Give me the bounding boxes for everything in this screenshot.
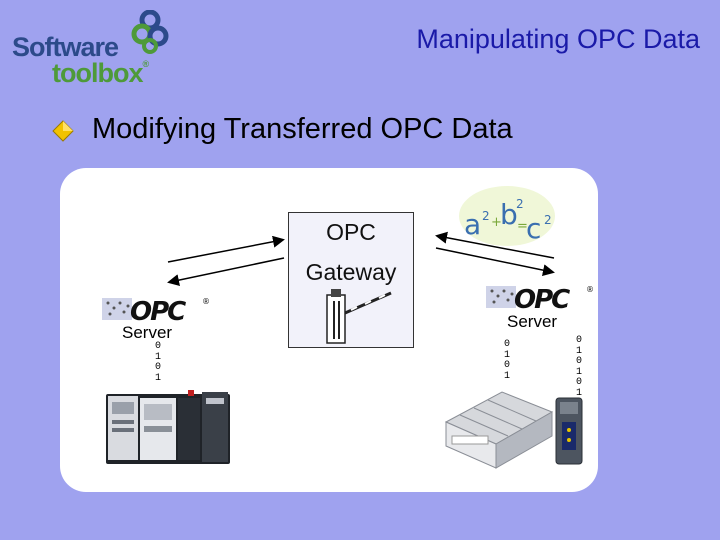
right-bits-column-right: 0 1 0 1 0 1 [574, 335, 584, 399]
formula-a-exp: 2 [482, 209, 490, 223]
formula-a: a [464, 208, 481, 241]
opc-logo-left-registered: ® [202, 297, 210, 306]
knot-logo-icon [131, 10, 169, 54]
opc-logo-left: OPC ® [102, 297, 210, 324]
left-bits-column: 0 1 0 1 [153, 341, 163, 384]
formula-icon: a 2 + b 2 = c 2 [459, 186, 555, 246]
bullet-text: Modifying Transferred OPC Data [92, 113, 513, 145]
formula-b-exp: 2 [516, 197, 524, 211]
opc-gateway-box: OPC Gateway [288, 212, 414, 348]
plc-rack-icon [106, 390, 230, 464]
left-bit: 1 [154, 372, 161, 384]
right-bit: 0 [575, 377, 582, 388]
opc-logo-right-registered: ® [586, 285, 594, 294]
formula-c-exp: 2 [544, 213, 552, 227]
left-bit: 0 [154, 362, 161, 373]
opc-logo-right-text: OPC [514, 285, 570, 312]
diamond-bullet-icon [52, 120, 74, 142]
left-bit: 0 [154, 341, 161, 352]
left-double-arrow [167, 236, 285, 287]
right-bit: 1 [575, 366, 582, 378]
opc-logo-left-text: OPC [130, 297, 186, 324]
right-bit: 0 [575, 335, 582, 346]
right-bit: 1 [503, 370, 510, 382]
right-bit: 0 [503, 339, 510, 350]
logo-word-software: Software [12, 32, 119, 62]
logo-word-toolbox: toolbox® [52, 58, 149, 88]
gateway-label-line1: OPC [326, 219, 376, 245]
slide-title: Manipulating OPC Data [416, 24, 700, 54]
right-server-label: Server [507, 312, 558, 331]
logo-word-toolbox-text: toolbox [52, 58, 143, 88]
opc-logo-right: OPC ® [486, 285, 594, 312]
left-server-label: Server [122, 323, 173, 342]
right-bit: 1 [575, 387, 582, 399]
right-bit: 1 [575, 345, 582, 357]
io-module-icon [444, 391, 583, 469]
software-toolbox-logo: Software toolbox® [8, 8, 169, 88]
right-bit: 0 [503, 360, 510, 371]
formula-plus: + [491, 215, 502, 230]
barrier-gate-icon [326, 289, 392, 344]
logo-registered-mark: ® [142, 59, 149, 69]
gateway-label-line2: Gateway [305, 259, 397, 285]
right-double-arrow [435, 231, 555, 276]
right-bit: 0 [575, 356, 582, 367]
formula-c: c [526, 212, 541, 245]
formula-b: b [500, 198, 518, 231]
formula-equals: = [517, 219, 528, 234]
right-bits-column-left: 0 1 0 1 [502, 339, 512, 382]
left-bit: 1 [154, 351, 161, 363]
right-bit: 1 [503, 349, 510, 361]
